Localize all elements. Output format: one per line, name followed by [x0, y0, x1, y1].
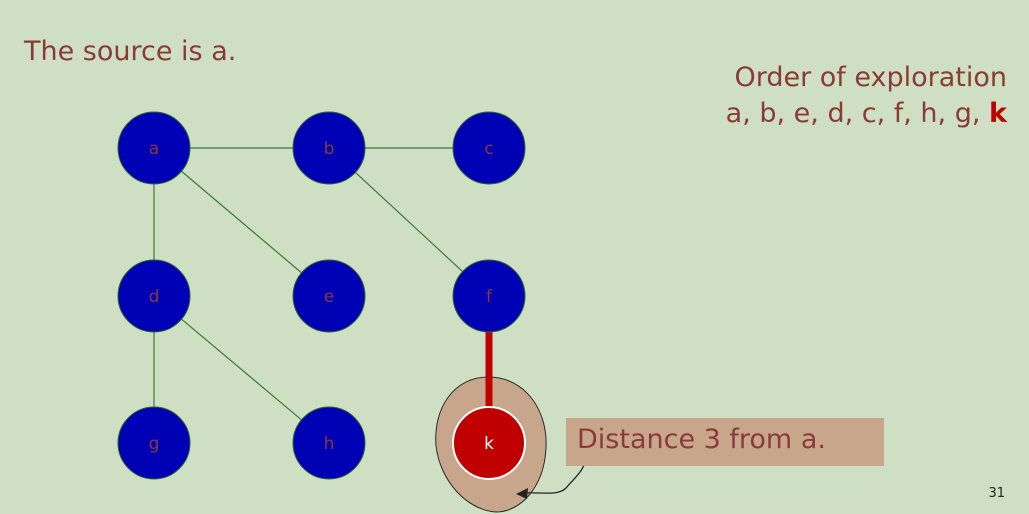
edge-d-h [181, 318, 302, 421]
node-circle-k [452, 406, 526, 480]
node-label-d: d [149, 287, 160, 307]
node-f: f [452, 259, 526, 333]
exploration-order-current: k [989, 98, 1007, 129]
node-c: c [452, 111, 526, 185]
node-d: d [117, 259, 191, 333]
node-label-e: e [324, 287, 334, 307]
node-h: h [292, 406, 366, 480]
callout-text: Distance 3 from a. [577, 424, 826, 455]
arrowhead-icon [516, 488, 528, 499]
graph-edges [153, 147, 493, 421]
node-b: b [292, 111, 366, 185]
node-circle-c [452, 111, 526, 185]
node-label-h: h [324, 434, 335, 454]
node-circle-h [292, 406, 366, 480]
node-k: k [452, 406, 526, 480]
node-circle-f [452, 259, 526, 333]
node-label-g: g [149, 434, 160, 454]
node-a: a [117, 111, 191, 185]
exploration-order-heading: Order of exploration [734, 62, 1007, 93]
graph-nodes: a b c d e f g h k [117, 111, 526, 480]
exploration-order-sequence: a, b, e, d, c, f, h, g, [725, 98, 981, 129]
node-circle-e [292, 259, 366, 333]
callout-arrow [523, 454, 587, 494]
node-label-c: c [484, 139, 493, 159]
node-label-a: a [149, 139, 159, 159]
edge-a-e [181, 170, 302, 274]
exploration-order: Order of exploration a, b, e, d, c, f, h… [726, 60, 1007, 132]
callout-box [566, 418, 884, 466]
node-label-b: b [324, 139, 335, 159]
node-circle-a [117, 111, 191, 185]
node-circle-g [117, 406, 191, 480]
node-circle-d [117, 259, 191, 333]
node-circle-b [292, 111, 366, 185]
edge-b-f [355, 172, 463, 272]
node-label-f: f [486, 287, 493, 307]
exploration-order-line: a, b, e, d, c, f, h, g, k [726, 96, 1007, 132]
node-e: e [292, 259, 366, 333]
slide-title: The source is a. [24, 36, 237, 67]
page-number: 31 [988, 486, 1005, 501]
node-label-k: k [484, 434, 494, 454]
node-g: g [117, 406, 191, 480]
